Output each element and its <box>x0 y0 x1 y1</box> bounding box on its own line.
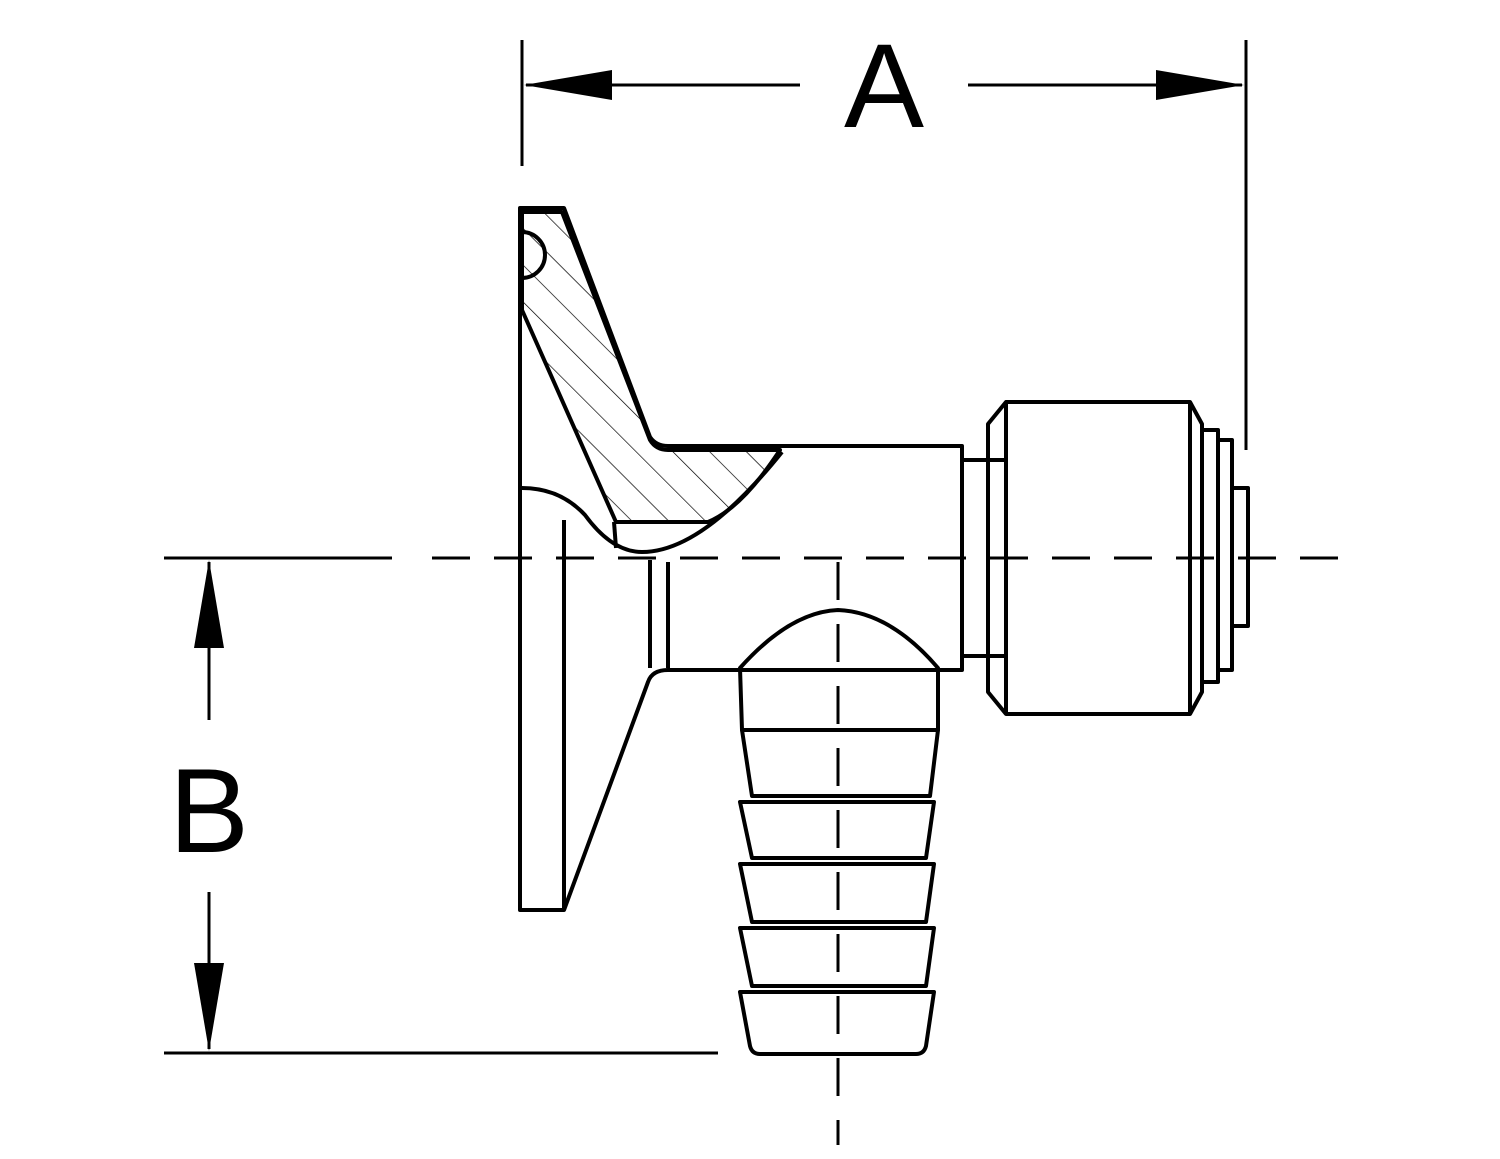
nut-washer <box>1200 428 1220 684</box>
nut-ring <box>1216 438 1234 672</box>
barb-ring-3 <box>738 862 936 924</box>
barb-ring-1 <box>740 729 940 798</box>
dimension-label-a: A <box>844 19 924 153</box>
dimension-a: A <box>520 19 1248 450</box>
hose-barb <box>738 608 940 1056</box>
arrowhead-b-bottom <box>194 963 224 1051</box>
barb-ring-4 <box>738 926 936 988</box>
barb-cap <box>738 608 940 732</box>
barb-ring-2 <box>738 800 936 860</box>
section-hatch <box>520 210 782 524</box>
neck-bottom <box>612 521 618 549</box>
arrowhead-a-left <box>524 70 612 100</box>
barb-tip <box>738 990 936 1056</box>
nut-tip <box>1230 486 1250 628</box>
flange-outline <box>518 206 964 912</box>
arrowhead-a-right <box>1156 70 1244 100</box>
body-neck <box>612 521 670 668</box>
connector-nut <box>960 400 1250 716</box>
arrowhead-b-top <box>194 560 224 648</box>
dimension-b: B <box>164 556 718 1055</box>
dimension-label-b: B <box>169 744 249 878</box>
